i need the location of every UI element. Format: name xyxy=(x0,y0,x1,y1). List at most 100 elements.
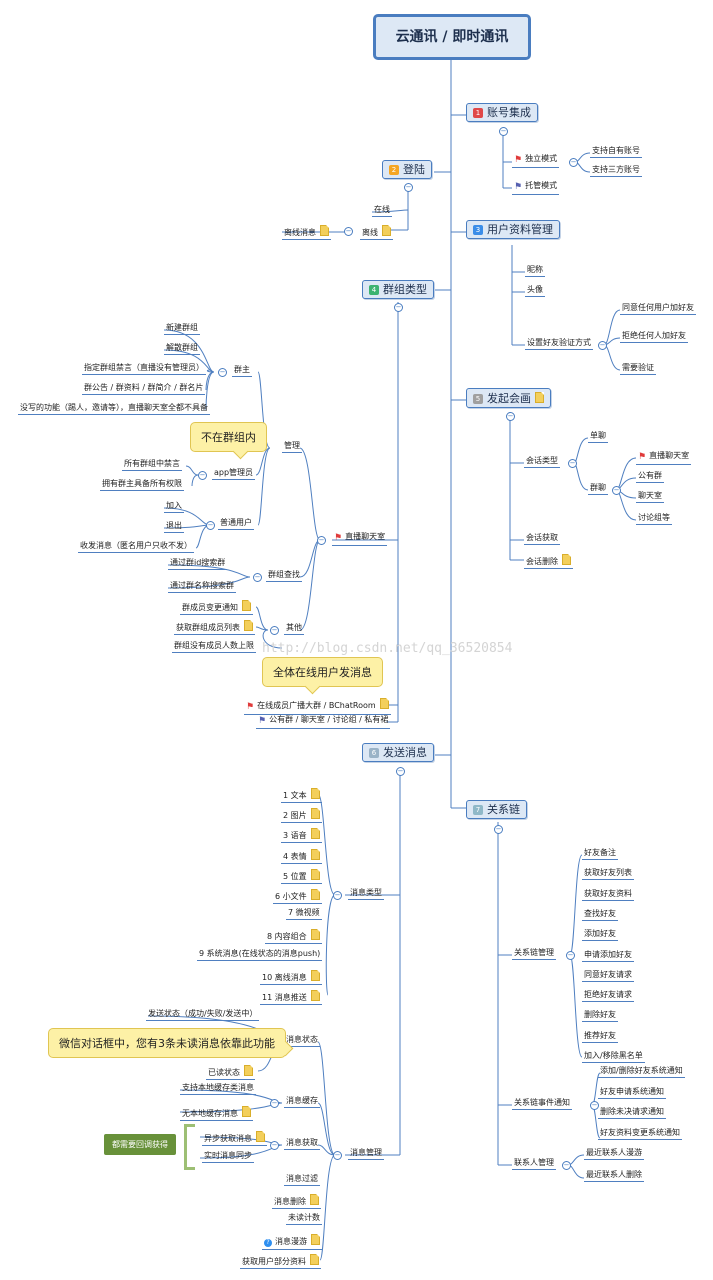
node-allow-any[interactable]: 同意任何用户加好友 xyxy=(620,304,696,315)
node-conv-delete[interactable]: 会话删除 xyxy=(524,554,573,569)
node-msg-status[interactable]: 消息状态 xyxy=(284,1036,320,1047)
collapse-toggle[interactable]: − xyxy=(206,521,215,530)
relation-item[interactable]: 删除好友 xyxy=(582,1011,618,1023)
relation-item[interactable]: 申请添加好友 xyxy=(582,950,634,962)
collapse-toggle[interactable]: − xyxy=(317,536,326,545)
relation-item[interactable]: 获取好友列表 xyxy=(582,869,634,881)
node-no-cache[interactable]: 无本地缓存消息 xyxy=(180,1106,253,1121)
contact-item[interactable]: 最近联系人漫游 xyxy=(584,1149,644,1160)
msg-type-item[interactable]: 6 小文件 xyxy=(273,889,322,904)
collapse-toggle[interactable]: − xyxy=(396,767,405,776)
node-missing-functions[interactable]: 没写的功能（踢人，邀请等），直播聊天室全都不具备 xyxy=(18,404,210,415)
node-async-fetch[interactable]: 异步获取消息 xyxy=(202,1131,267,1146)
node-msg-manage[interactable]: 消息管理 xyxy=(348,1149,384,1160)
node-partial-profile[interactable]: 获取用户部分资料 xyxy=(240,1254,321,1269)
node-app-admin[interactable]: app管理员 xyxy=(212,469,256,480)
node-single-chat[interactable]: 单聊 xyxy=(588,432,608,443)
node-msg-filter[interactable]: 消息过滤 xyxy=(284,1175,320,1186)
node-read-status[interactable]: 已读状态 xyxy=(206,1065,255,1080)
msg-type-item[interactable]: 4 表情 xyxy=(281,848,322,864)
relation-item[interactable]: 好友备注 xyxy=(582,849,618,860)
node-member-list[interactable]: 获取群组成员列表 xyxy=(174,620,255,635)
relation-item[interactable]: 查找好友 xyxy=(582,909,618,921)
node-own-account[interactable]: 支持自有账号 xyxy=(590,147,642,158)
node-owner[interactable]: 群主 xyxy=(232,366,252,377)
node-normal-user[interactable]: 普通用户 xyxy=(218,519,254,530)
node-send-status[interactable]: 发送状态（成功/失败/发送中） xyxy=(146,1010,260,1021)
node-msg-type[interactable]: 消息类型 xyxy=(348,889,384,900)
node-offline-msg[interactable]: 离线消息 xyxy=(282,225,331,240)
node-dismiss-group[interactable]: 解散群组 xyxy=(164,344,200,355)
node-avatar[interactable]: 头像 xyxy=(525,286,545,297)
node-conv-type[interactable]: 会话类型 xyxy=(524,457,560,468)
node-manage[interactable]: 管理 xyxy=(282,442,302,453)
msg-type-item[interactable]: 8 内容组合 xyxy=(265,929,322,945)
node-mute-member[interactable]: 指定群组禁言（直播没有管理员） xyxy=(82,364,206,375)
node-msg-roaming[interactable]: ?消息漫游 xyxy=(262,1234,322,1250)
relation-item[interactable]: 拒绝好友请求 xyxy=(582,991,634,1003)
node-relation-event[interactable]: 关系链事件通知 xyxy=(512,1099,572,1110)
collapse-toggle[interactable]: − xyxy=(333,1151,342,1160)
node-conv-public[interactable]: 公有群 xyxy=(636,472,664,483)
msg-type-item[interactable]: 9 系统消息(在线状态的消息push) xyxy=(197,949,323,961)
collapse-toggle[interactable]: − xyxy=(198,471,207,480)
collapse-toggle[interactable]: − xyxy=(612,486,621,495)
collapse-toggle[interactable]: − xyxy=(598,341,607,350)
node-conv-fetch[interactable]: 会话获取 xyxy=(524,534,560,545)
node-live-room[interactable]: ⚑直播聊天室 xyxy=(332,533,388,546)
node-nickname[interactable]: 昵称 xyxy=(525,266,545,277)
node-join[interactable]: 加入 xyxy=(164,502,184,513)
collapse-toggle[interactable]: − xyxy=(270,1141,279,1150)
collapse-toggle[interactable]: − xyxy=(562,1161,571,1170)
node-online[interactable]: 在线 xyxy=(372,206,392,217)
node-mute-all[interactable]: 所有群组中禁言 xyxy=(122,460,182,471)
node-announce[interactable]: 群公告 / 群资料 / 群简介 / 群名片 xyxy=(82,384,206,395)
msg-type-item[interactable]: 2 图片 xyxy=(281,808,322,824)
relation-event-item[interactable]: 好友申请系统通知 xyxy=(598,1087,666,1099)
node-no-limit[interactable]: 群组没有成员人数上限 xyxy=(172,642,256,653)
relation-item[interactable]: 添加好友 xyxy=(582,930,618,942)
collapse-toggle[interactable]: − xyxy=(568,459,577,468)
node-local-cache[interactable]: 支持本地缓存类消息 xyxy=(180,1084,256,1095)
node-recv-only[interactable]: 收发消息（匿名用户只收不发） xyxy=(78,542,194,553)
node-offline[interactable]: 离线 xyxy=(360,225,393,240)
node-create-group[interactable]: 新建群组 xyxy=(164,324,200,335)
collapse-toggle[interactable]: − xyxy=(566,951,575,960)
node-owner-perm[interactable]: 拥有群主具备所有权限 xyxy=(100,480,184,491)
msg-type-item[interactable]: 11 消息推送 xyxy=(260,990,322,1005)
collapse-toggle[interactable]: − xyxy=(333,891,342,900)
node-hosted[interactable]: ⚑托管模式 xyxy=(512,182,560,195)
msg-type-item[interactable]: 7 微视频 xyxy=(286,909,322,921)
node-quit[interactable]: 退出 xyxy=(164,522,184,533)
node-unread-count[interactable]: 未读计数 xyxy=(286,1214,322,1225)
node-conv-discussion[interactable]: 讨论组等 xyxy=(636,514,672,525)
collapse-toggle[interactable]: − xyxy=(590,1101,599,1110)
msg-type-item[interactable]: 3 语音 xyxy=(281,828,322,844)
collapse-toggle[interactable]: − xyxy=(499,127,508,136)
node-need-verify[interactable]: 需要验证 xyxy=(620,364,656,375)
relation-item[interactable]: 获取好友资料 xyxy=(582,889,634,901)
msg-type-item[interactable]: 10 离线消息 xyxy=(260,969,322,985)
node-msg-cache[interactable]: 消息缓存 xyxy=(284,1097,320,1108)
collapse-toggle[interactable]: − xyxy=(506,412,515,421)
collapse-toggle[interactable]: − xyxy=(569,158,578,167)
node-member-change[interactable]: 群成员变更通知 xyxy=(180,600,253,615)
collapse-toggle[interactable]: − xyxy=(494,825,503,834)
contact-item[interactable]: 最近联系人删除 xyxy=(584,1171,644,1182)
node-search-id[interactable]: 通过群id搜索群 xyxy=(168,559,228,570)
node-search-name[interactable]: 通过群名称搜索群 xyxy=(168,582,236,593)
collapse-toggle[interactable]: − xyxy=(218,368,227,377)
collapse-toggle[interactable]: − xyxy=(344,227,353,236)
node-group-chat[interactable]: 群聊 xyxy=(588,484,608,495)
collapse-toggle[interactable]: − xyxy=(404,183,413,192)
relation-item[interactable]: 推荐好友 xyxy=(582,1031,618,1043)
root-node[interactable]: 云通讯 / 即时通讯 xyxy=(373,14,531,60)
relation-item[interactable]: 加入/移除黑名单 xyxy=(582,1052,645,1063)
node-conv-chatroom[interactable]: 聊天室 xyxy=(636,492,664,503)
relation-item[interactable]: 同意好友请求 xyxy=(582,970,634,982)
